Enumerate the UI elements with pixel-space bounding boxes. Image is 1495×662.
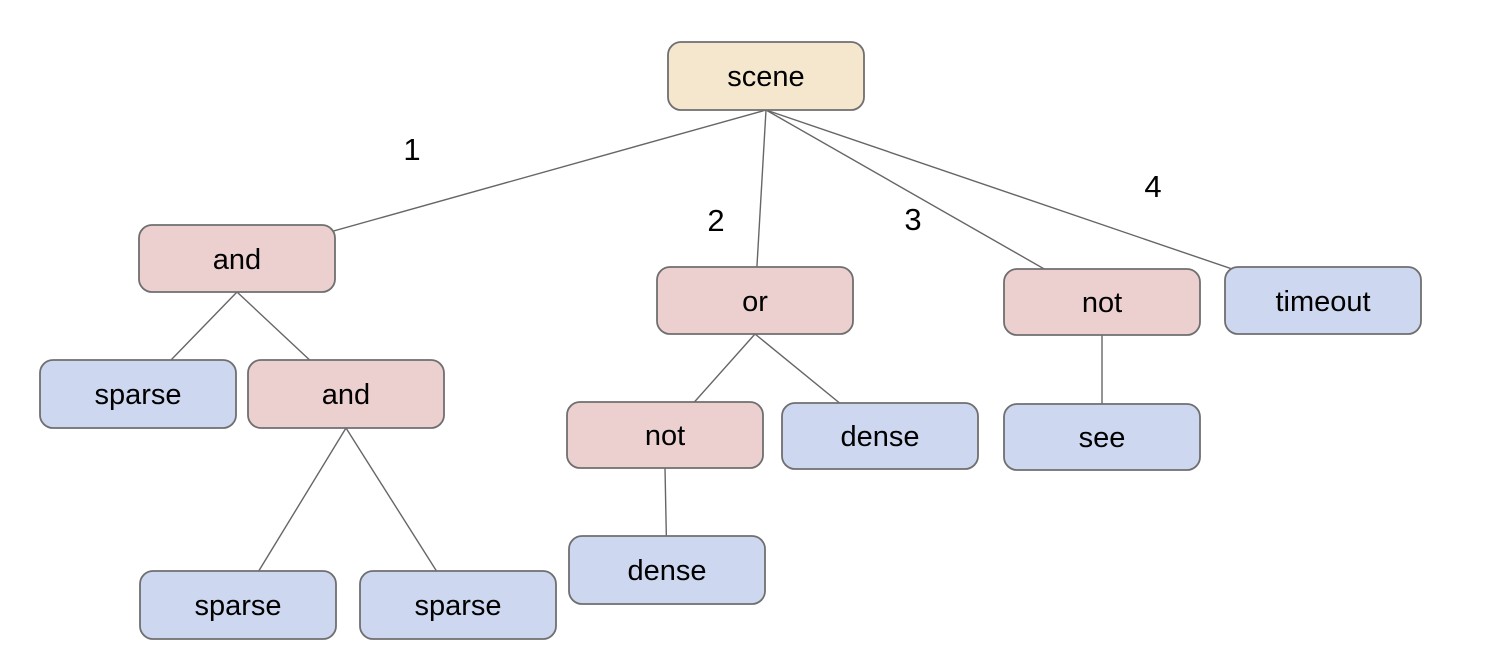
node-timeout-label: timeout: [1275, 286, 1370, 318]
node-scene: scene: [667, 41, 865, 111]
node-sparse-2-label: sparse: [194, 590, 281, 622]
node-sparse-3-label: sparse: [414, 590, 501, 622]
node-scene-label: scene: [727, 61, 804, 93]
node-dense-1-box: [781, 402, 979, 470]
node-not-2-box: [566, 401, 764, 469]
node-timeout: timeout: [1224, 266, 1422, 335]
node-dense-2-box: [568, 535, 766, 605]
node-not-1-box: [1003, 268, 1201, 336]
edge-label-2: 2: [707, 203, 724, 238]
node-not-2-label: not: [645, 420, 685, 452]
node-and-2: and: [247, 359, 445, 429]
edge-labels: 1 2 3 4: [403, 132, 1161, 238]
node-or-box: [656, 266, 854, 335]
node-sparse-3-box: [359, 570, 557, 640]
node-sparse-2: sparse: [139, 570, 337, 640]
node-or: or: [656, 266, 854, 335]
node-not-1-label: not: [1082, 287, 1122, 319]
node-not-1: not: [1003, 268, 1201, 336]
node-dense-1: dense: [781, 402, 979, 470]
node-sparse-3: sparse: [359, 570, 557, 640]
node-see: see: [1003, 403, 1201, 471]
node-sparse-1: sparse: [39, 359, 237, 429]
node-and-1-label: and: [213, 244, 261, 276]
node-and-2-label: and: [322, 379, 370, 411]
node-or-label: or: [742, 286, 768, 318]
node-not-2: not: [566, 401, 764, 469]
node-sparse-2-box: [139, 570, 337, 640]
node-sparse-1-label: sparse: [94, 379, 181, 411]
edge-scene-timeout: [765, 109, 1324, 301]
nodes: scene and or not timeout sparse: [39, 41, 1422, 640]
edge-label-4: 4: [1144, 169, 1161, 204]
node-and-2-box: [247, 359, 445, 429]
node-scene-box: [667, 41, 865, 111]
node-dense-1-label: dense: [840, 421, 919, 453]
node-timeout-box: [1224, 266, 1422, 335]
node-and-1-box: [138, 224, 336, 293]
node-sparse-1-box: [39, 359, 237, 429]
node-dense-2: dense: [568, 535, 766, 605]
node-see-box: [1003, 403, 1201, 471]
edge-label-1: 1: [403, 132, 420, 167]
edge-label-3: 3: [904, 202, 921, 237]
node-and-1: and: [138, 224, 336, 293]
node-dense-2-label: dense: [627, 555, 706, 587]
node-see-label: see: [1079, 422, 1126, 454]
